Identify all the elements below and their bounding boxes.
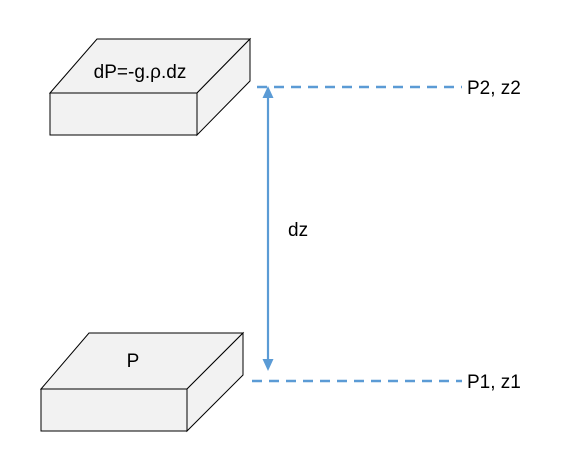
top-block: dP=-g.ρ.dz xyxy=(48,37,252,137)
bottom-level-label: P1, z1 xyxy=(467,372,521,393)
top-level-label: P2, z2 xyxy=(467,78,521,99)
bottom-block-front-face xyxy=(40,388,188,432)
bottom-block: P xyxy=(39,331,245,433)
bottom-block-label: P xyxy=(127,351,140,372)
bottom-block-side-face xyxy=(186,331,244,433)
dz-arrow-head-up xyxy=(262,86,274,98)
top-block-label: dP=-g.ρ.dz xyxy=(94,62,187,83)
dz-arrow xyxy=(262,86,274,371)
top-block-front-face xyxy=(49,92,198,136)
top-block-side-face xyxy=(196,37,251,137)
dz-label: dz xyxy=(288,220,308,241)
dz-arrow-head-down xyxy=(262,359,274,371)
